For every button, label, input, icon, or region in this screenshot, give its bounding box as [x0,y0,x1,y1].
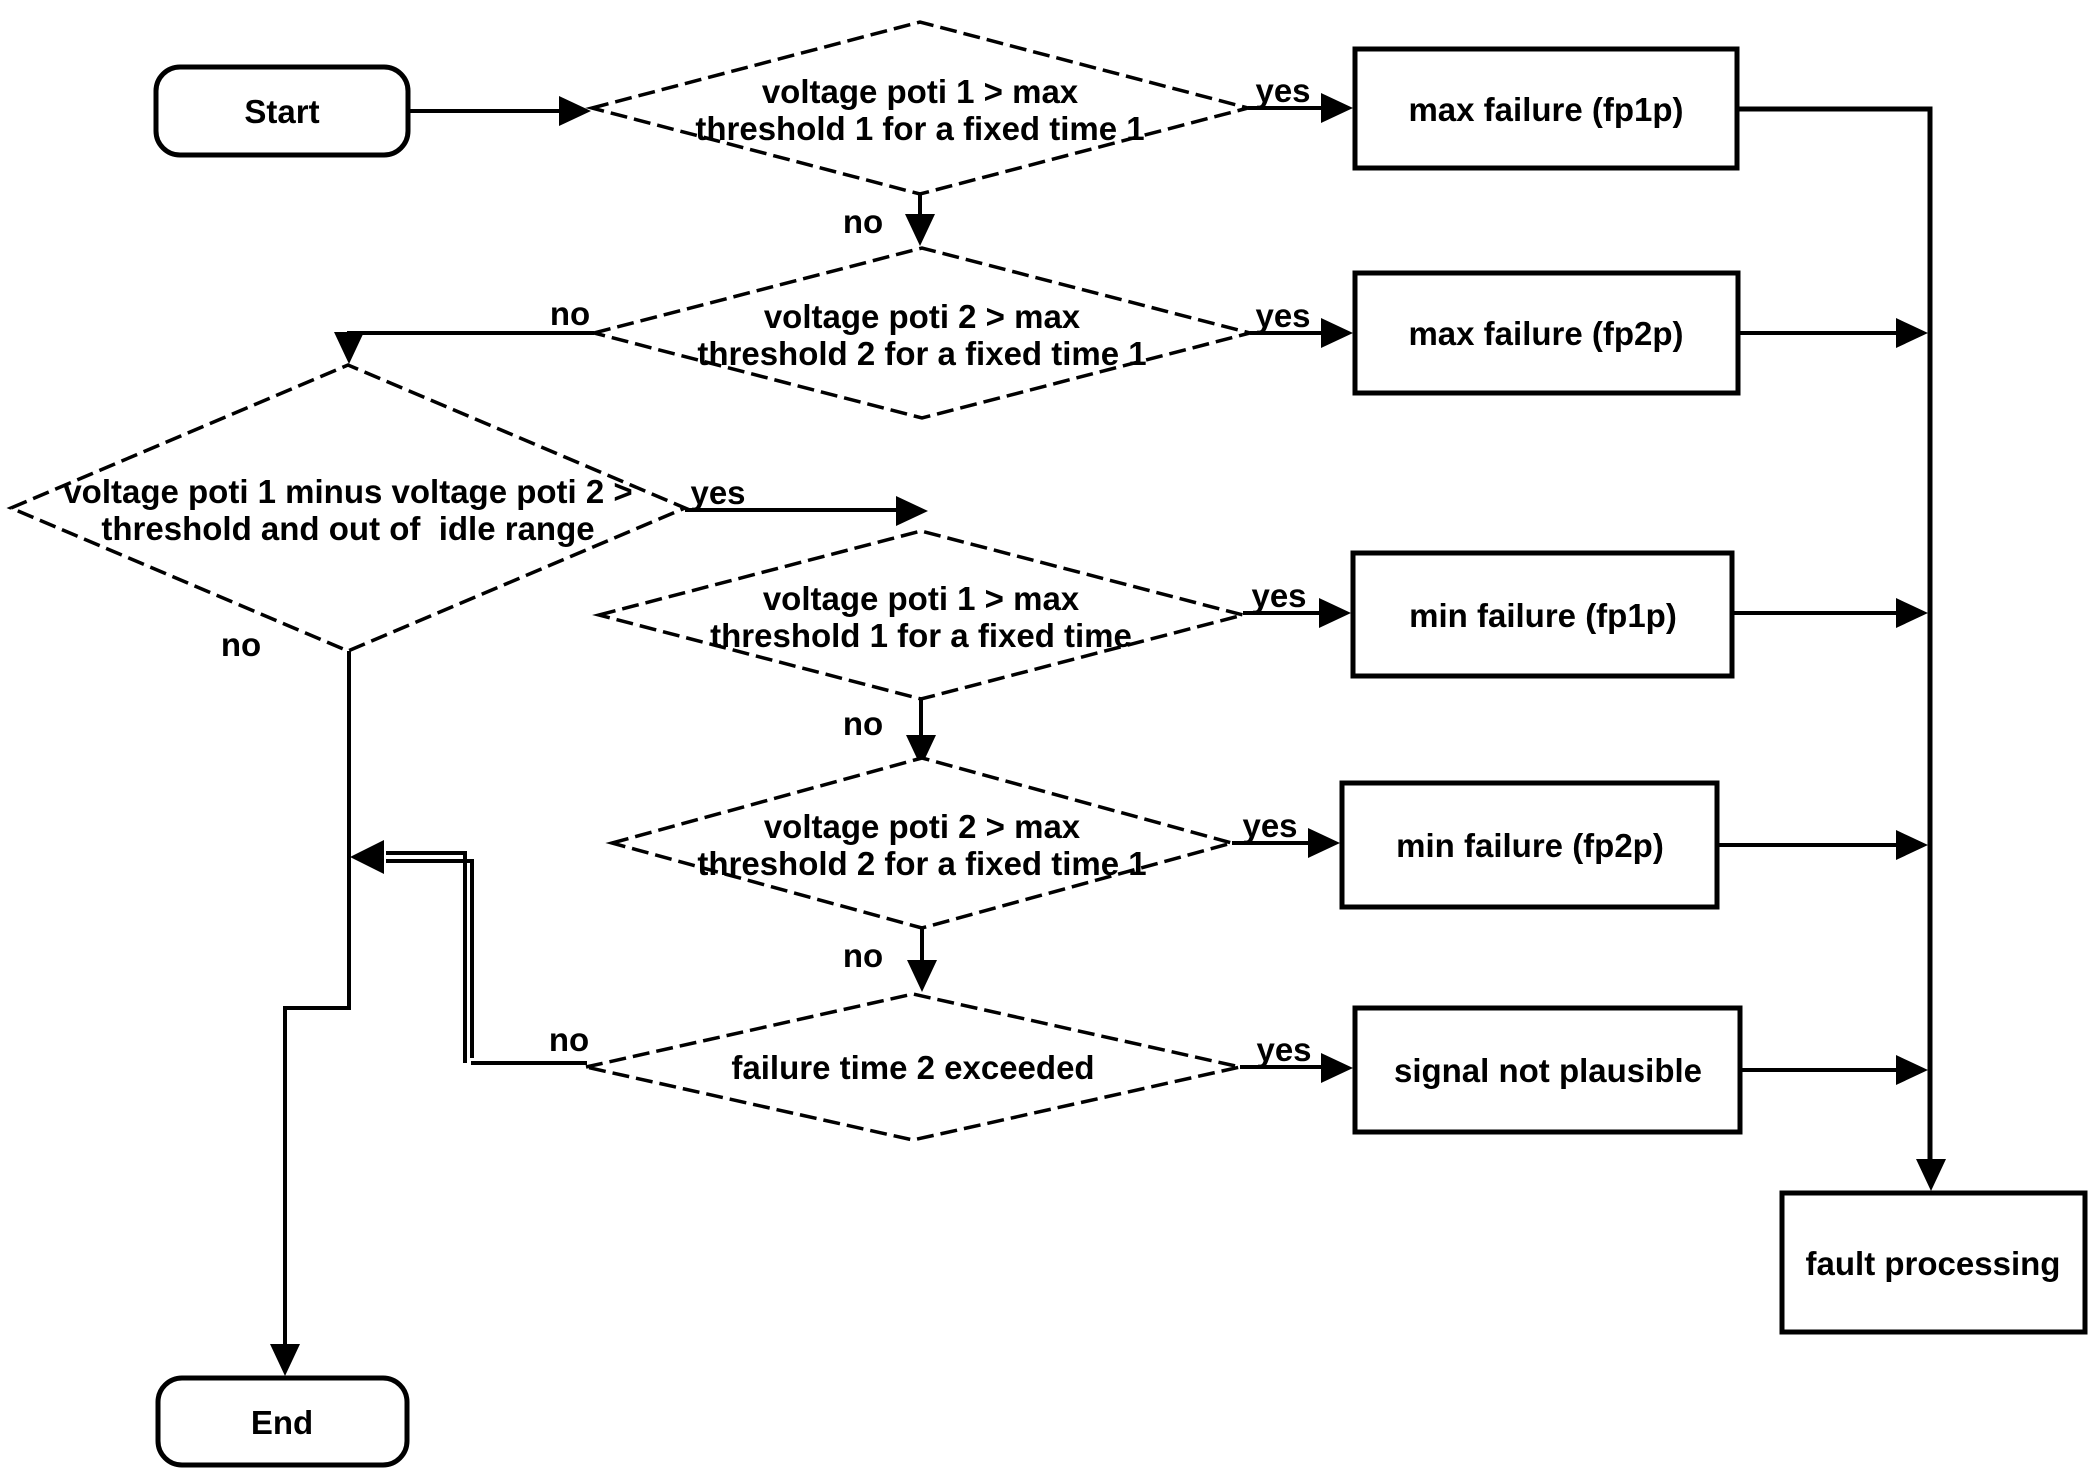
arrowhead-down-icon [270,1344,300,1376]
start-terminator [153,64,411,158]
process-signal-not-plausible [1352,1005,1743,1135]
arrowhead-right-icon [1896,830,1928,860]
process-fault-processing [1779,1190,2088,1335]
process-max-failure-fp2p-label: max failure (fp2p) [1408,315,1683,352]
decision2-diamond [587,246,1257,420]
edge-decision2-no [347,331,594,335]
decision2-text-line2: threshold 2 for a fixed time 1 [697,335,1146,372]
decision1-diamond [585,20,1255,196]
decision3-text-line1: voltage poti 1 minus voltage poti 2 > [63,473,632,510]
decision4-diamond [592,529,1250,701]
decision4-text-line2: threshold 1 for a fixed time [710,617,1132,654]
decision5-diamond [605,756,1239,930]
edge-label-no-5: no [843,937,883,974]
arrowhead-down-icon [907,960,937,992]
arrowhead-left-icon [350,840,384,874]
edge-label-no-3: no [221,626,261,663]
arrowhead-right-icon [1321,318,1353,348]
arrowhead-right-icon [1321,1053,1353,1083]
edge-label-yes-1: yes [1255,72,1310,109]
process-max-failure-fp2p [1352,270,1741,396]
edge-label-no-6: no [549,1021,589,1058]
decision6-diamond [585,992,1241,1142]
arrowhead-down-icon [905,214,935,246]
arrowhead-right-icon [896,496,928,526]
decision3-text-line2: threshold and out of idle range [101,510,594,547]
arrowhead-down-icon [1916,1159,1946,1191]
arrowhead-right-icon [1319,598,1351,628]
edge-label-no-4: no [843,705,883,742]
edge-label-no-1: no [843,203,883,240]
end-terminator [155,1375,410,1468]
edge-label-yes-3: yes [690,474,745,511]
decision5-text-line1: voltage poti 2 > max [764,808,1081,845]
arrowhead-right-icon [559,96,591,126]
arrowhead-right-icon [1321,93,1353,123]
process-min-failure-fp2p [1339,780,1720,910]
edge-decision3-no-to-end [283,651,351,1346]
decision2-text-line1: voltage poti 2 > max [764,298,1081,335]
start-label: Start [244,93,319,130]
edge-trunk-to-fault-processing [1737,106,1933,1161]
decision5-text-line2: threshold 2 for a fixed time 1 [697,845,1146,882]
edge-label-yes-2: yes [1255,297,1310,334]
edge-label-yes-5: yes [1242,807,1297,844]
arrowhead-right-icon [1308,828,1340,858]
decision4-text-line1: voltage poti 1 > max [763,580,1080,617]
decision1-text-line2: threshold 1 for a fixed time 1 [695,110,1144,147]
process-min-failure-fp1p [1350,550,1735,679]
edge-decision6-no-return-inner [386,859,474,1058]
edge-label-no-2: no [550,295,590,332]
arrowhead-right-icon [1896,598,1928,628]
edge-label-yes-4: yes [1251,577,1306,614]
process-min-failure-fp2p-label: min failure (fp2p) [1396,827,1664,864]
decision6-text: failure time 2 exceeded [731,1049,1094,1086]
edge-decision6-no-return-outer [386,851,467,1063]
decision3-diamond [6,363,690,653]
decision1-text-line1: voltage poti 1 > max [762,73,1079,110]
process-fault-processing-label: fault processing [1806,1245,2061,1282]
process-max-failure-fp1p [1352,46,1740,171]
arrowhead-right-icon [1896,318,1928,348]
arrowhead-down-icon [906,735,936,767]
process-max-failure-fp1p-label: max failure (fp1p) [1408,91,1683,128]
process-min-failure-fp1p-label: min failure (fp1p) [1409,597,1677,634]
end-label: End [251,1404,313,1441]
edge-label-yes-6: yes [1256,1031,1311,1068]
process-signal-not-plausible-label: signal not plausible [1394,1052,1702,1089]
arrowhead-right-icon [1896,1055,1928,1085]
arrowhead-down-icon [334,332,364,364]
